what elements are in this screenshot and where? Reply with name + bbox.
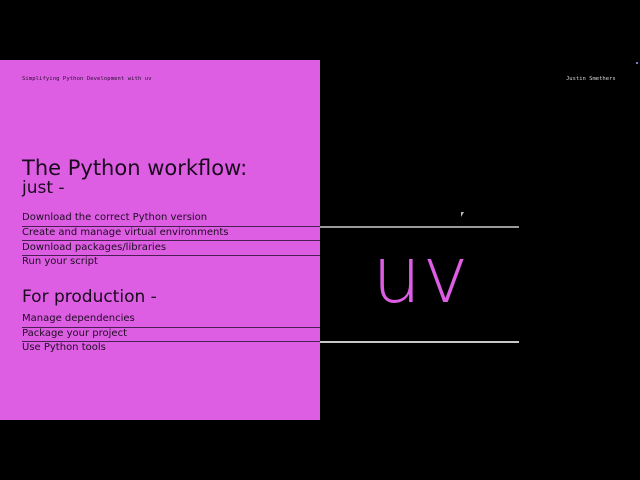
slide-heading: The Python workflow: [22,156,248,180]
slide-author: Justin Smethers [566,76,616,82]
production-item: Use Python tools [22,342,106,353]
divider [22,240,320,241]
production-item: Manage dependencies [22,313,135,324]
divider [22,327,320,328]
production-item: Package your project [22,328,127,339]
workflow-item: Run your script [22,256,98,267]
production-heading: For production - [22,287,157,307]
divider [22,341,320,342]
mouse-pointer-icon [461,212,464,217]
divider [22,255,320,256]
divider [22,226,320,227]
indicator-dot [636,62,638,64]
uv-logo: uv [372,231,470,321]
workflow-item: Create and manage virtual environments [22,227,229,238]
logo-divider-bottom [320,341,519,343]
slide-subheading: just - [22,178,65,198]
logo-divider-top [320,226,519,228]
workflow-item: Download the correct Python version [22,212,208,223]
slide-header-title: Simplifying Python Development with uv [22,76,152,82]
workflow-item: Download packages/libraries [22,242,167,253]
